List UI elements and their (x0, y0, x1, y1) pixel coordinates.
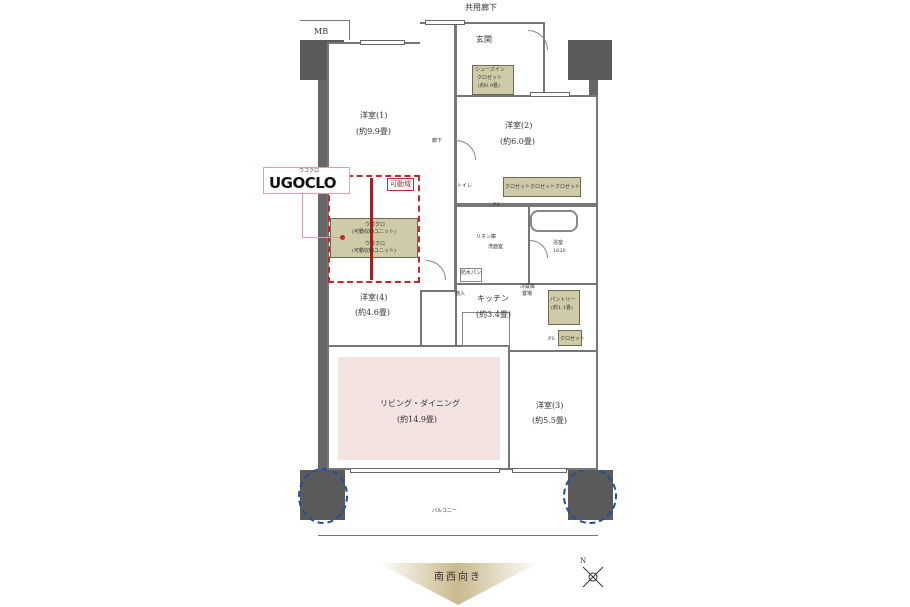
room3-size: (約5.5畳) (532, 416, 567, 425)
kitchen-counter (462, 312, 510, 347)
pillar (568, 40, 612, 80)
closet-room2 (503, 177, 581, 197)
balcony-edge (318, 535, 598, 536)
ps-label: PS (493, 202, 500, 208)
window (530, 92, 570, 97)
pantry (548, 290, 580, 325)
bathtub (530, 210, 578, 232)
storage-label: 物入 (455, 291, 466, 297)
waterproof-pan-label: 防水パン (461, 270, 482, 276)
window (350, 468, 500, 473)
pantry-size: (約1.1畳) (551, 305, 573, 311)
movable-range-box (328, 175, 420, 283)
orientation-label: 南西向き (434, 572, 482, 583)
movable-arrow (370, 178, 373, 280)
closet-label: クロゼット (555, 184, 581, 190)
room4-label: 洋室(4) (360, 293, 388, 302)
column-wall (318, 80, 327, 470)
fridge-label: 置場 (522, 291, 533, 297)
room1-label: 洋室(1) (360, 111, 388, 120)
window (360, 40, 405, 45)
living-size: (約14.9畳) (397, 415, 438, 424)
kitchen-label: キッチン (477, 294, 509, 303)
ugoclo-label: ウゴクロ (365, 241, 386, 247)
living-area-fill (338, 357, 500, 460)
closet-label: クロゼット (560, 336, 586, 342)
mb-box (300, 20, 350, 40)
compass-icon (582, 566, 604, 588)
kitchen-size: (約3.4畳) (476, 310, 511, 319)
shoe-closet-size: (約0.9畳) (478, 83, 500, 89)
closet-room3 (558, 330, 582, 346)
room2-label: 洋室(2) (505, 121, 533, 130)
ugoclo-unit-label: (可動収納ユニット) (352, 229, 396, 235)
balcony-label: バルコニー (432, 508, 457, 514)
mb-label: MB (314, 27, 329, 36)
ugoclo-label: ウゴクロ (365, 222, 386, 228)
logo-text: UGOCLO (269, 174, 337, 192)
common-corridor-label: 共用廊下 (465, 3, 497, 12)
entrance-label: 玄関 (476, 35, 492, 44)
callout-dot (340, 235, 345, 240)
linen-label: リネン庫 (476, 234, 497, 240)
closet-label: クロゼット (505, 184, 531, 190)
shoe-closet-label: クロゼット (477, 75, 503, 81)
orientation-banner (378, 563, 538, 605)
washroom-label: 洗面室 (488, 244, 504, 250)
room2-size: (約6.0畳) (500, 137, 535, 146)
room3-label: 洋室(3) (536, 401, 564, 410)
bath-label: 浴室 (553, 240, 564, 246)
highlight-circle (563, 468, 617, 524)
room4-size: (約4.6畳) (355, 308, 390, 317)
ugoclo-logo: ウゴクロ UGOCLO (263, 167, 350, 194)
door (528, 30, 548, 50)
hallway (420, 22, 456, 292)
window (512, 468, 567, 473)
highlight-circle (298, 468, 348, 524)
ugoclo-unit-label: (可動収納ユニット) (352, 248, 396, 254)
bath-size: 1620 (553, 248, 566, 254)
fridge-label: 冷蔵庫 (520, 284, 536, 290)
ps-label: PS (548, 336, 555, 342)
room1-size: (約9.9畳) (356, 127, 391, 136)
pantry-label: パントリー (550, 297, 576, 303)
hallway-label: 廊下 (432, 138, 443, 144)
movable-range-label: 可動域 (387, 178, 414, 191)
shoe-closet (472, 65, 514, 95)
closet-label: クロゼット (530, 184, 556, 190)
shoe-closet-label: シューズイン (475, 67, 505, 73)
window (425, 20, 465, 25)
toilet-label: トイレ (457, 183, 473, 189)
living-label: リビング・ダイニング (380, 399, 460, 408)
callout-line (302, 193, 342, 238)
waterproof-pan (460, 268, 482, 282)
logo-kana: ウゴクロ (299, 168, 320, 174)
compass-north-label: N (580, 557, 587, 565)
